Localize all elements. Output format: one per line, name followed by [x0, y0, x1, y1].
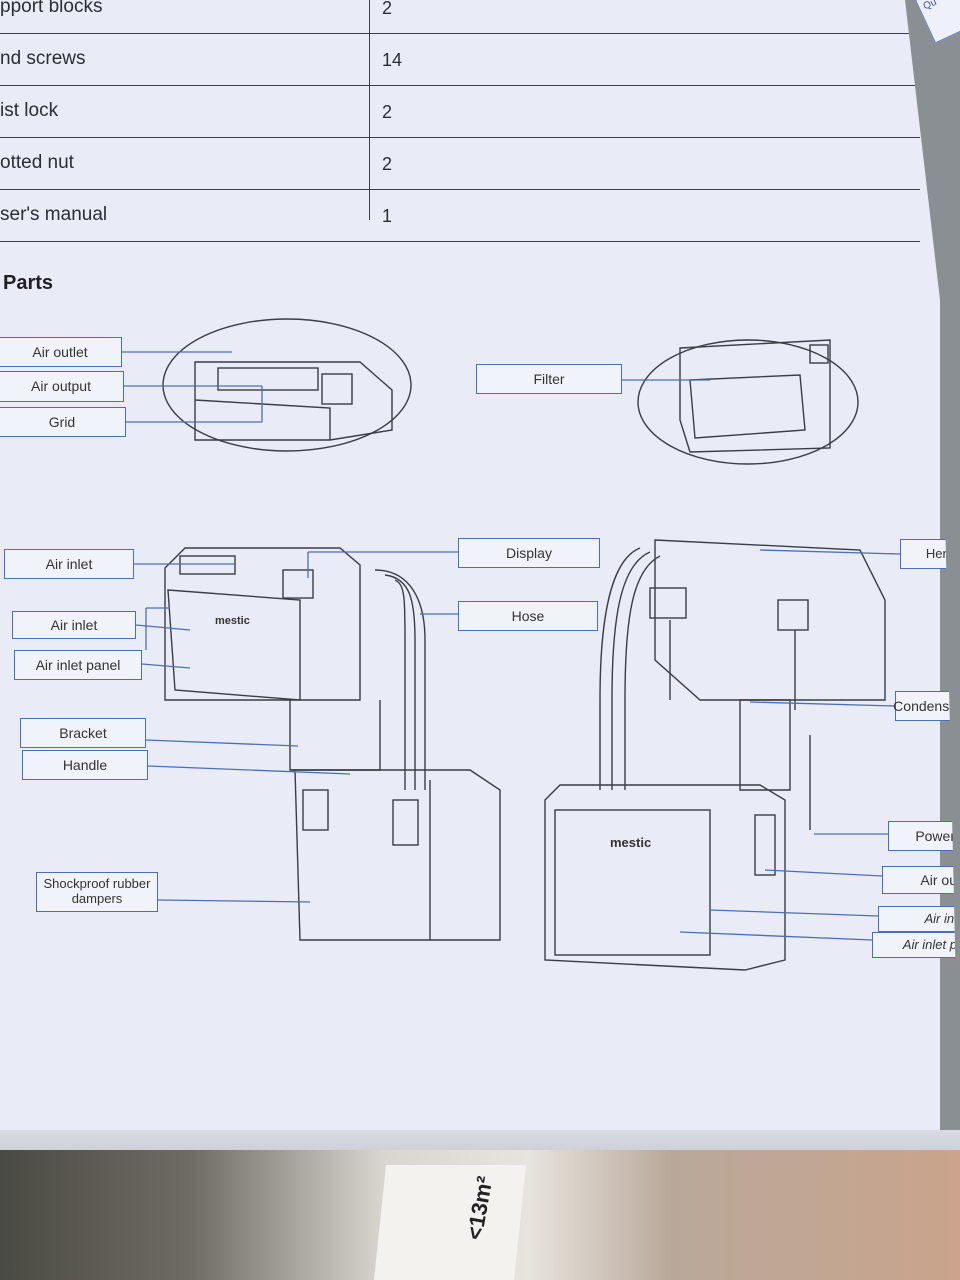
label-filter: Filter — [476, 364, 622, 394]
label-condensa: Condensa — [893, 691, 960, 721]
label-air-ou: Air ou — [882, 866, 960, 894]
item-name: ist lock — [0, 100, 59, 121]
bracket-rails — [669, 620, 796, 710]
manual-page: pport blocks 2 nd screws 14 ist lock 2 o… — [0, 0, 960, 1160]
table-row: ser's manual 1 — [0, 190, 920, 242]
side-vent — [754, 814, 776, 876]
unit-right-front — [554, 809, 711, 956]
bracket-plate — [777, 599, 809, 631]
table-row: nd screws 14 — [0, 34, 920, 86]
label-air-inlet-p: Air inlet p — [872, 932, 960, 958]
filter-keypad — [809, 344, 829, 364]
brand-logo-left: mestic — [215, 615, 250, 627]
bracket-body — [739, 699, 791, 791]
hose-line — [624, 555, 661, 790]
unit-right-base — [544, 784, 786, 971]
label-display: Display — [458, 538, 600, 568]
table-divider — [369, 0, 370, 220]
contents-table: pport blocks 2 nd screws 14 ist lock 2 o… — [0, 0, 920, 242]
hose-line — [611, 551, 651, 790]
label-hend: Hend — [900, 539, 960, 569]
table-row: otted nut 2 — [0, 138, 920, 190]
unit-right-head — [654, 539, 886, 701]
item-name: nd screws — [0, 48, 86, 69]
item-name: ser's manual — [0, 204, 108, 225]
hose-line — [384, 574, 416, 790]
label-power: Power — [888, 821, 960, 851]
label-grid: Grid — [0, 407, 126, 437]
control-panel — [321, 373, 353, 405]
label-air-inl: Air inl — [878, 906, 960, 932]
table-row: ist lock 2 — [0, 86, 920, 138]
item-qty: 2 — [382, 0, 393, 18]
detail-ellipse-right — [637, 339, 859, 465]
label-handle: Handle — [22, 750, 148, 780]
unit-left-base — [290, 769, 501, 941]
filter-panel — [689, 374, 806, 439]
unit-top-outline — [194, 361, 393, 441]
unit-left-display — [282, 569, 314, 599]
item-qty: 14 — [382, 50, 403, 70]
unit-left-front — [167, 589, 301, 701]
bracket-plate — [392, 799, 419, 846]
label-air-inlet-panel: Air inlet panel — [14, 650, 142, 680]
label-air-output: Air output — [0, 371, 124, 402]
item-qty: 1 — [382, 206, 393, 226]
unit-left-head — [164, 547, 361, 701]
unit-filter-outline — [679, 339, 831, 453]
table-row: pport blocks 2 — [0, 0, 920, 34]
section-title: Parts — [3, 272, 54, 294]
bracket-plate — [302, 789, 329, 831]
hose-line — [599, 547, 641, 790]
label-air-outlet: Air outlet — [0, 337, 122, 367]
label-bracket: Bracket — [20, 718, 146, 748]
label-air-inlet-mid: Air inlet — [12, 611, 136, 639]
item-name: otted nut — [0, 152, 74, 173]
detail-ellipse-left — [162, 318, 412, 452]
hose-line — [374, 569, 426, 790]
label-shockproof-dampers: Shockproof rubber dampers — [36, 872, 158, 912]
hose-line — [394, 579, 406, 790]
brand-logo-right: mestic — [610, 835, 651, 850]
label-air-inlet-top: Air inlet — [4, 549, 134, 579]
label-hose: Hose — [458, 601, 598, 631]
item-qty: 2 — [382, 154, 393, 174]
unit-left-vent — [179, 555, 236, 575]
parts-diagram: mestic mestic — [122, 318, 901, 971]
bracket-plate — [649, 587, 687, 619]
item-qty: 2 — [382, 102, 393, 122]
unit-front-edge — [194, 399, 331, 440]
item-name: pport blocks — [0, 0, 103, 17]
bracket-body — [289, 700, 381, 771]
outlet-grid — [217, 367, 319, 391]
corner-tab: Qu — [915, 0, 960, 44]
product-box — [373, 1165, 527, 1280]
